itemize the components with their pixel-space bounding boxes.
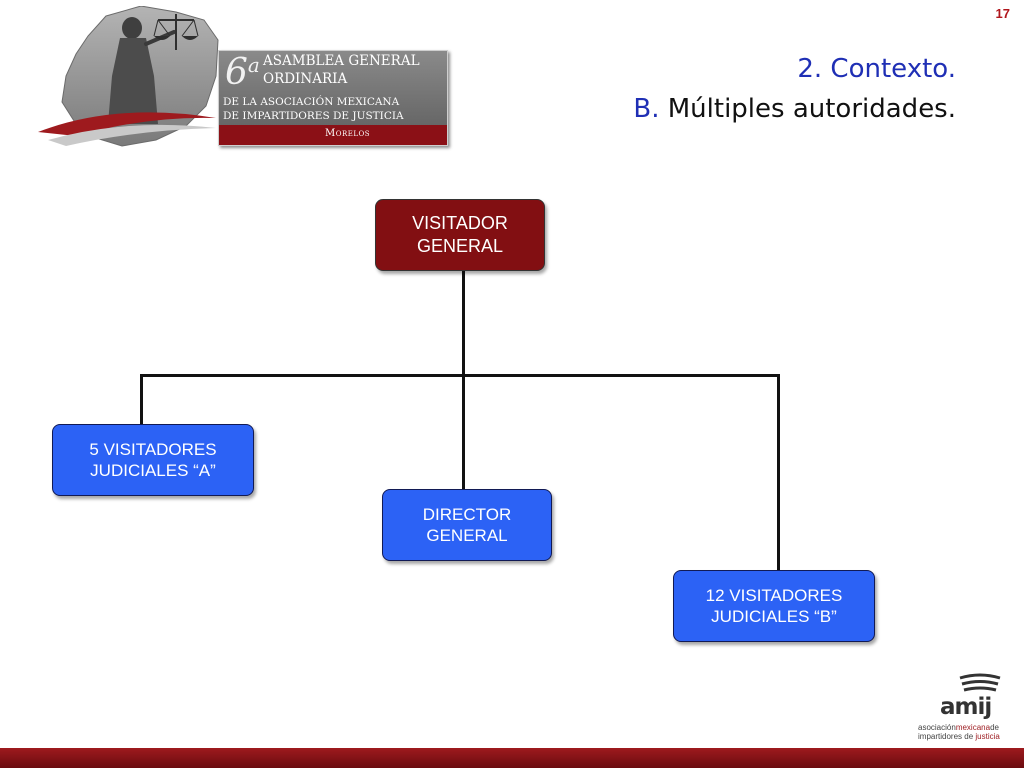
- amij-logo: amij asociaciónmexicanade impartidores d…: [912, 670, 1008, 744]
- connector-right-drop: [777, 374, 780, 572]
- event-logo: 6a ASAMBLEA GENERAL ORDINARIA DE LA ASOC…: [36, 6, 448, 154]
- amij-arcs-icon: [959, 673, 1001, 692]
- connector-left-drop: [140, 374, 143, 428]
- node-director-general: DIRECTOR GENERAL: [382, 489, 552, 561]
- logo-line4: DE IMPARTIDORES DE JUSTICIA: [223, 110, 404, 122]
- node-label-line2: JUDICIALES “A”: [90, 461, 216, 480]
- logo-edition-number: 6a: [225, 52, 260, 93]
- title-subsection-text: Múltiples autoridades.: [667, 94, 956, 124]
- logo-line3: DE LA ASOCIACIÓN MEXICANA: [223, 96, 400, 108]
- connector-horizontal-bus: [140, 374, 780, 377]
- title-line2: B. Múltiples autoridades.: [633, 94, 956, 124]
- node-visitador-general: VISITADOR GENERAL: [375, 199, 545, 271]
- connector-root-trunk: [462, 270, 465, 376]
- justice-statue-scales-icon: [38, 6, 219, 147]
- node-label-line1: 12 VISITADORES: [705, 586, 843, 605]
- node-visitadores-judiciales-b: 12 VISITADORES JUDICIALES “B”: [673, 570, 875, 642]
- footer-bar: [0, 748, 1024, 768]
- logo-line1: ASAMBLEA GENERAL: [263, 53, 420, 69]
- page-number: 17: [995, 6, 1010, 21]
- title-line1: 2. Contexto.: [797, 54, 956, 84]
- node-label-line2: GENERAL: [426, 526, 508, 545]
- slide-title: 2. Contexto. B. Múltiples autoridades.: [633, 54, 956, 124]
- logo-location: Morelos: [325, 128, 371, 139]
- amij-subtitle-line1: asociaciónmexicanade: [918, 723, 999, 732]
- connector-center-drop: [462, 374, 465, 490]
- node-label-line1: DIRECTOR: [422, 505, 512, 524]
- node-label-line1: VISITADOR: [412, 213, 508, 233]
- title-subsection-letter: B.: [633, 94, 660, 124]
- amij-name: amij: [940, 694, 992, 720]
- node-label-line2: JUDICIALES “B”: [711, 607, 837, 626]
- logo-location-strip: Morelos: [219, 125, 447, 145]
- amij-subtitle-line2: impartidores de justicia: [918, 732, 1000, 741]
- logo-banner: 6a ASAMBLEA GENERAL ORDINARIA DE LA ASOC…: [218, 50, 448, 146]
- node-label-line1: 5 VISITADORES: [89, 440, 217, 459]
- node-label-line2: GENERAL: [416, 236, 504, 256]
- node-visitadores-judiciales-a: 5 VISITADORES JUDICIALES “A”: [52, 424, 254, 496]
- logo-line2: ORDINARIA: [263, 71, 348, 87]
